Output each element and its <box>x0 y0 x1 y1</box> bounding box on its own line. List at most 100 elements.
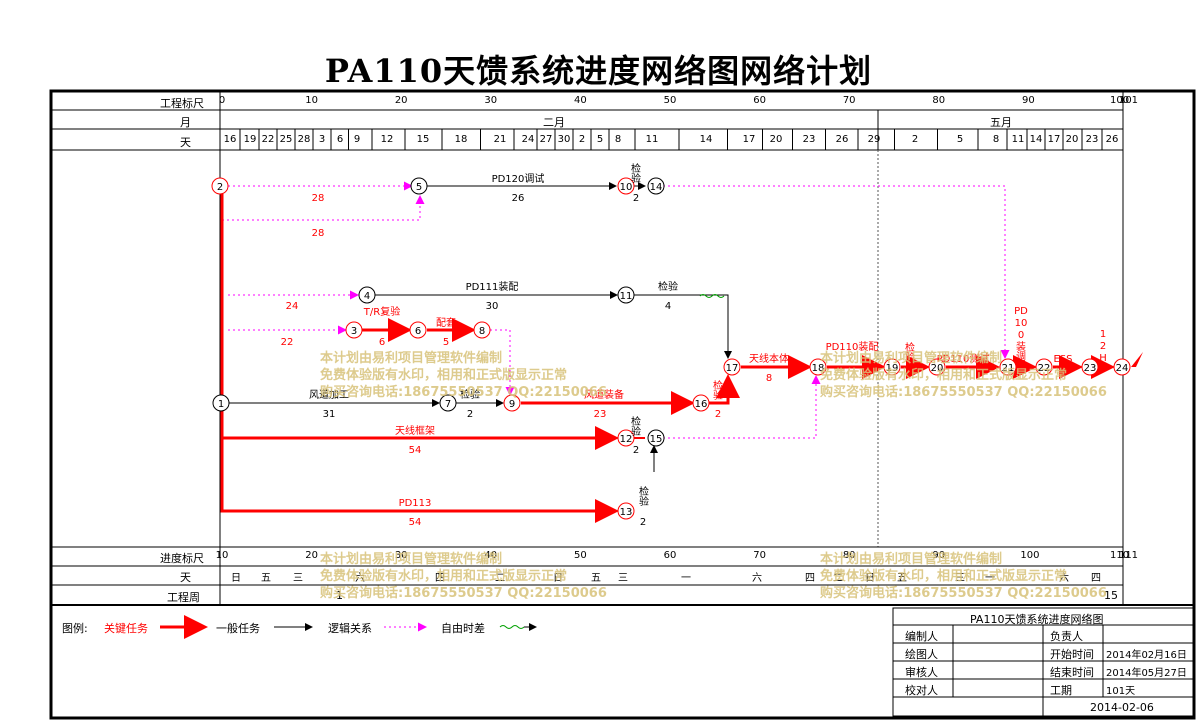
footer-day-label: 天 <box>180 571 191 584</box>
progress-tick: 40 <box>484 550 498 561</box>
svg-text:1: 1 <box>1100 329 1106 340</box>
task-pd111-label: PD111装配 <box>466 280 519 293</box>
scale-tick: 80 <box>932 95 946 106</box>
svg-text:调: 调 <box>1016 351 1026 363</box>
node-label: 7 <box>445 399 451 410</box>
weekday-cell: 三 <box>618 573 628 584</box>
node-circle <box>617 502 635 520</box>
legend <box>160 615 537 639</box>
node-circle <box>809 358 827 376</box>
node-circle <box>211 177 229 195</box>
task-tr-duration: 6 <box>379 337 385 348</box>
watermark: 本计划由易利项目管理软件编制免费体验版有水印，相用和正式版显示正常购买咨询电话:… <box>320 552 607 601</box>
task-debug-label: PD110测试 <box>937 352 990 365</box>
page-title: PA110天馈系统进度网络图网络计划 <box>324 52 873 90</box>
task-pd120-duration: 26 <box>512 193 525 204</box>
progress-tick: 70 <box>753 550 766 561</box>
node-circle <box>345 321 363 339</box>
task-pd113-duration: 54 <box>409 517 422 528</box>
node-label: 14 <box>650 182 663 193</box>
node-label: 5 <box>416 182 422 193</box>
titleblock-k1: 绘图人 <box>905 648 938 661</box>
svg-text:2: 2 <box>1100 341 1106 352</box>
node-label: 1 <box>218 399 224 410</box>
task-inspect11-duration: 4 <box>665 301 671 312</box>
scale-tick: 70 <box>842 95 856 106</box>
day-cell: 11 <box>645 134 659 145</box>
day-cell: 2 <box>578 134 586 145</box>
weekday-cell: 六 <box>1059 573 1069 584</box>
day-cell: 20 <box>769 134 783 145</box>
node-circle <box>617 286 635 304</box>
node-label: 19 <box>886 363 899 374</box>
day-cell: 18 <box>454 134 468 145</box>
watermark: 本计划由易利项目管理软件编制免费体验版有水印，相用和正式版显示正常购买咨询电话:… <box>820 552 1107 601</box>
day-cell: 2 <box>911 134 919 145</box>
task-assembly-duration: 5 <box>443 337 449 348</box>
titleblock-k1: 校对人 <box>905 684 938 697</box>
scale-tick: 50 <box>663 95 677 106</box>
titleblock-k1: 编制人 <box>905 630 938 643</box>
weekday-cell: 六 <box>752 573 762 584</box>
scale-tick: 60 <box>753 95 766 106</box>
weekday-cell: 日 <box>865 573 875 584</box>
node-circle <box>617 429 635 447</box>
watermark: 本计划由易利项目管理软件编制免费体验版有水印，相用和正式版显示正常购买咨询电话:… <box>820 351 1107 400</box>
titleblock-v2: 2014年05月27日 <box>1106 668 1187 679</box>
scale-tick: 100 <box>1110 95 1130 106</box>
week-15: 15 <box>1104 589 1118 602</box>
progress-tick: 111 <box>1118 550 1139 561</box>
task-pd110-label: PD110装配 <box>826 340 879 353</box>
day-cell: 26 <box>1105 134 1119 145</box>
node-circle <box>883 358 901 376</box>
node-circle <box>1113 358 1131 376</box>
scale-tick: 30 <box>484 95 498 106</box>
node-circle <box>999 358 1017 376</box>
weekday-cell: 四 <box>1091 573 1101 584</box>
svg-text:检: 检 <box>905 341 915 354</box>
day-cell: 25 <box>279 134 293 145</box>
day-cell: 6 <box>336 134 344 145</box>
svg-text:PD: PD <box>1014 306 1028 317</box>
titleblock-k1: 审核人 <box>905 666 938 679</box>
free-28a: 28 <box>312 193 325 204</box>
svg-text:0: 0 <box>1018 330 1024 341</box>
task-inspect13-duration: 2 <box>640 517 646 528</box>
weekday-cell: 一 <box>985 573 995 584</box>
node-label: 9 <box>509 399 515 410</box>
node-label: 16 <box>695 399 708 410</box>
task-tr-label: T/R复验 <box>363 305 400 318</box>
svg-text:验: 验 <box>631 425 641 438</box>
day-cell: 3 <box>318 134 326 145</box>
scale-tick: 10 <box>305 95 318 106</box>
legend-label: 图例: <box>62 622 88 635</box>
title-block <box>892 607 1194 717</box>
node-circle <box>692 394 710 412</box>
header-scale-label: 工程标尺 <box>160 97 204 110</box>
weekday-cell: 日 <box>553 573 563 584</box>
node-circle <box>723 358 741 376</box>
task-duct-prep-duration: 23 <box>594 409 607 420</box>
node-circle <box>410 177 428 195</box>
legend-critical: 关键任务 <box>104 622 148 635</box>
free-22: 22 <box>281 337 294 348</box>
scale-tick: 90 <box>1022 95 1035 106</box>
node-label: 3 <box>351 326 357 337</box>
task-duct-label: 风道加工 <box>309 388 349 401</box>
progress-tick: 20 <box>305 550 318 561</box>
task-inspect16-duration: 2 <box>715 409 721 420</box>
task-ess-label: ESS <box>1053 354 1072 365</box>
footer-week-label: 工程周 <box>167 591 200 604</box>
node-circle <box>358 286 376 304</box>
weekday-cell: 三 <box>955 573 965 584</box>
day-cell: 16 <box>223 134 237 145</box>
task-assembly-label: 配套 <box>436 316 456 329</box>
svg-text:H: H <box>1099 353 1107 364</box>
titleblock-heading: PA110天馈系统进度网络图 <box>970 613 1104 626</box>
weekday-cell: 五 <box>897 573 907 584</box>
node-circle <box>617 177 635 195</box>
node-label: 18 <box>812 363 825 374</box>
node-label: 20 <box>931 363 944 374</box>
task-inspect7-duration: 2 <box>467 409 473 420</box>
task-inspect12-duration: 2 <box>633 445 639 456</box>
